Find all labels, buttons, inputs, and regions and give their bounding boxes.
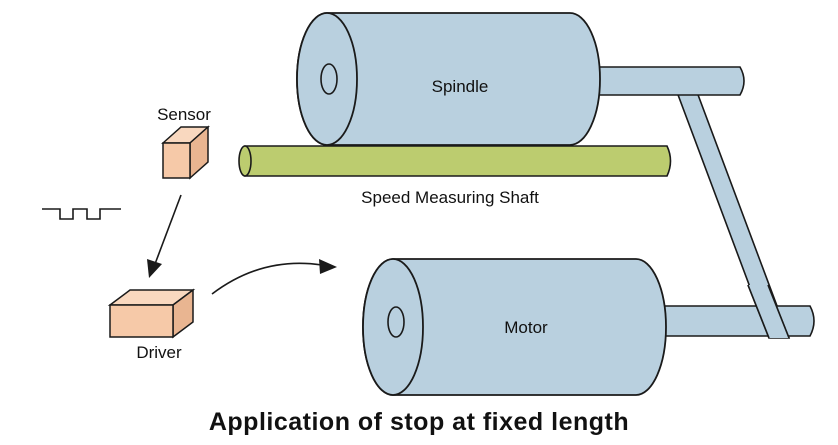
diagram-caption: Application of stop at fixed length	[208, 408, 630, 436]
driver-label: Driver	[136, 343, 182, 362]
drive-belt-front	[747, 284, 790, 339]
driver-box	[107, 288, 196, 339]
motor-hub	[387, 306, 405, 338]
spindle-hub	[320, 63, 338, 95]
spindle-output-shaft	[594, 66, 745, 96]
shaft-label: Speed Measuring Shaft	[361, 188, 539, 207]
sensor-to-driver-arrow	[147, 194, 182, 278]
motor-label: Motor	[504, 318, 548, 337]
motor-cylinder	[362, 258, 667, 396]
pulse-signal-icon	[42, 208, 121, 220]
sensor-label: Sensor	[157, 105, 211, 124]
spindle-label: Spindle	[432, 77, 489, 96]
motor-output-shaft	[659, 305, 815, 337]
speed-measuring-shaft	[238, 145, 672, 177]
spindle-cylinder	[296, 12, 601, 146]
driver-to-motor-arrow	[211, 259, 337, 295]
sensor-box	[161, 125, 210, 180]
